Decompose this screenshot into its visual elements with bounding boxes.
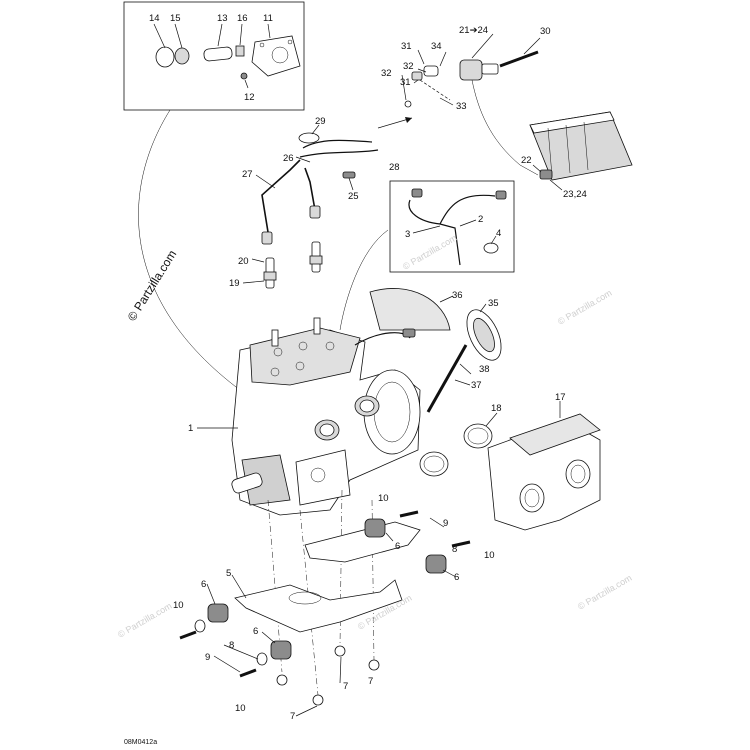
callout-32-top: 32	[403, 61, 414, 72]
spark-plugs-group: 20 19	[229, 241, 323, 289]
callout-11: 11	[263, 13, 273, 24]
callout-3: 3	[405, 229, 410, 240]
carburetor-group: 18 17	[419, 392, 601, 531]
callout-15: 15	[170, 13, 181, 24]
callout-8-right: 8	[452, 544, 457, 555]
callout-22: 22	[521, 155, 532, 166]
part-16-spring	[235, 45, 245, 57]
callout-6-left: 6	[201, 579, 206, 590]
callout-2: 2	[478, 214, 483, 225]
watermark-faint-4: © Partzilla.com	[116, 601, 174, 640]
callout-8-lower: 8	[229, 640, 234, 651]
callout-10-bottom: 10	[235, 703, 246, 714]
callout-4: 4	[496, 228, 501, 239]
callout-29: 29	[315, 116, 326, 127]
callout-30: 30	[540, 26, 551, 37]
engine-crankshaft-end	[231, 472, 263, 494]
callout-6-lower: 6	[253, 626, 258, 637]
callout-7-bottom: 7	[290, 711, 295, 722]
part-15-seal	[174, 47, 190, 65]
callout-6-upper: 6	[395, 541, 400, 552]
switch-assembly-group: 21➔24 30 31 34 32 32 31 33	[377, 25, 551, 176]
callout-32-left: 32	[381, 68, 392, 79]
watermark-main: © Partzilla.com	[125, 248, 180, 324]
callout-10-upper: 10	[378, 493, 389, 504]
part-13-fitting	[203, 46, 233, 62]
callout-14: 14	[149, 13, 160, 24]
part-25-connector	[342, 171, 356, 179]
callout-5: 5	[226, 568, 231, 579]
callout-38: 38	[479, 364, 490, 375]
part-11-plate	[251, 35, 301, 77]
recoil-starter-group: 36 35 38 37	[369, 288, 502, 413]
callout-9-left: 9	[205, 652, 210, 663]
reference-curve-harness	[339, 229, 389, 331]
part-7-nut-c	[334, 645, 346, 657]
callout-31-mid: 31	[400, 77, 411, 88]
callout-23-24: 23,24	[563, 189, 587, 200]
reference-curve-inset	[138, 109, 241, 391]
callout-26: 26	[283, 153, 294, 164]
callout-35: 35	[488, 298, 499, 309]
callout-36: 36	[452, 290, 463, 301]
part-6-rubber-mount-a	[364, 518, 386, 538]
callout-1: 1	[188, 423, 193, 434]
part-12-screw	[240, 72, 248, 80]
callout-17: 17	[555, 392, 566, 403]
callout-28: 28	[389, 162, 400, 173]
part-7-nut-b	[312, 694, 324, 706]
callout-7-far-right: 7	[368, 676, 373, 687]
callout-20: 20	[238, 256, 249, 267]
engine-mounts-group: 6 6 6 6 5 9 9 8 8 10 10 10 10 7 7 7	[173, 489, 495, 722]
callout-19: 19	[229, 278, 240, 289]
part-6-rubber-mount-c	[207, 603, 229, 623]
electronic-module-group: 22 23,24	[521, 111, 633, 200]
part-7-nut-a	[276, 674, 288, 686]
callout-37: 37	[471, 380, 482, 391]
callout-10-right: 10	[484, 550, 495, 561]
part-36-shield	[369, 288, 451, 331]
part-4-clamp	[483, 242, 499, 254]
part-6-rubber-mount-d	[270, 640, 292, 660]
callout-12: 12	[244, 92, 255, 103]
part-21-switch	[459, 59, 483, 81]
callout-13: 13	[217, 13, 228, 24]
figure-code: 08M0412a	[124, 739, 157, 746]
watermark-faint-3: © Partzilla.com	[576, 573, 634, 612]
part-29-clip	[298, 132, 320, 144]
part-5-mount-bracket	[234, 579, 403, 633]
spark-plug-wires-group: 29 26 27 28 25	[242, 116, 400, 245]
callout-10-left: 10	[173, 600, 184, 611]
callout-31-top: 31	[401, 41, 412, 52]
part-22-connector	[539, 169, 553, 180]
watermark-faint-1: © Partzilla.com	[556, 288, 614, 327]
inset-box-water-outlet: 14 15 13 16 11 12	[123, 1, 305, 111]
callout-9-right: 9	[443, 518, 448, 529]
callout-21-24: 21➔24	[459, 25, 488, 36]
callout-33: 33	[456, 101, 467, 112]
callout-6-right: 6	[454, 572, 459, 583]
callout-25: 25	[348, 191, 359, 202]
part-6-rubber-mount-b	[425, 554, 447, 574]
inset-box-harness: 2 3 4	[389, 180, 515, 273]
part-14-cap	[155, 46, 175, 68]
callout-27: 27	[242, 169, 253, 180]
callout-18: 18	[491, 403, 502, 414]
part-7-nut-d	[368, 659, 380, 671]
engine-block: 1	[188, 317, 421, 516]
callout-7-right: 7	[343, 681, 348, 692]
callout-34: 34	[431, 41, 442, 52]
callout-16: 16	[237, 13, 248, 24]
